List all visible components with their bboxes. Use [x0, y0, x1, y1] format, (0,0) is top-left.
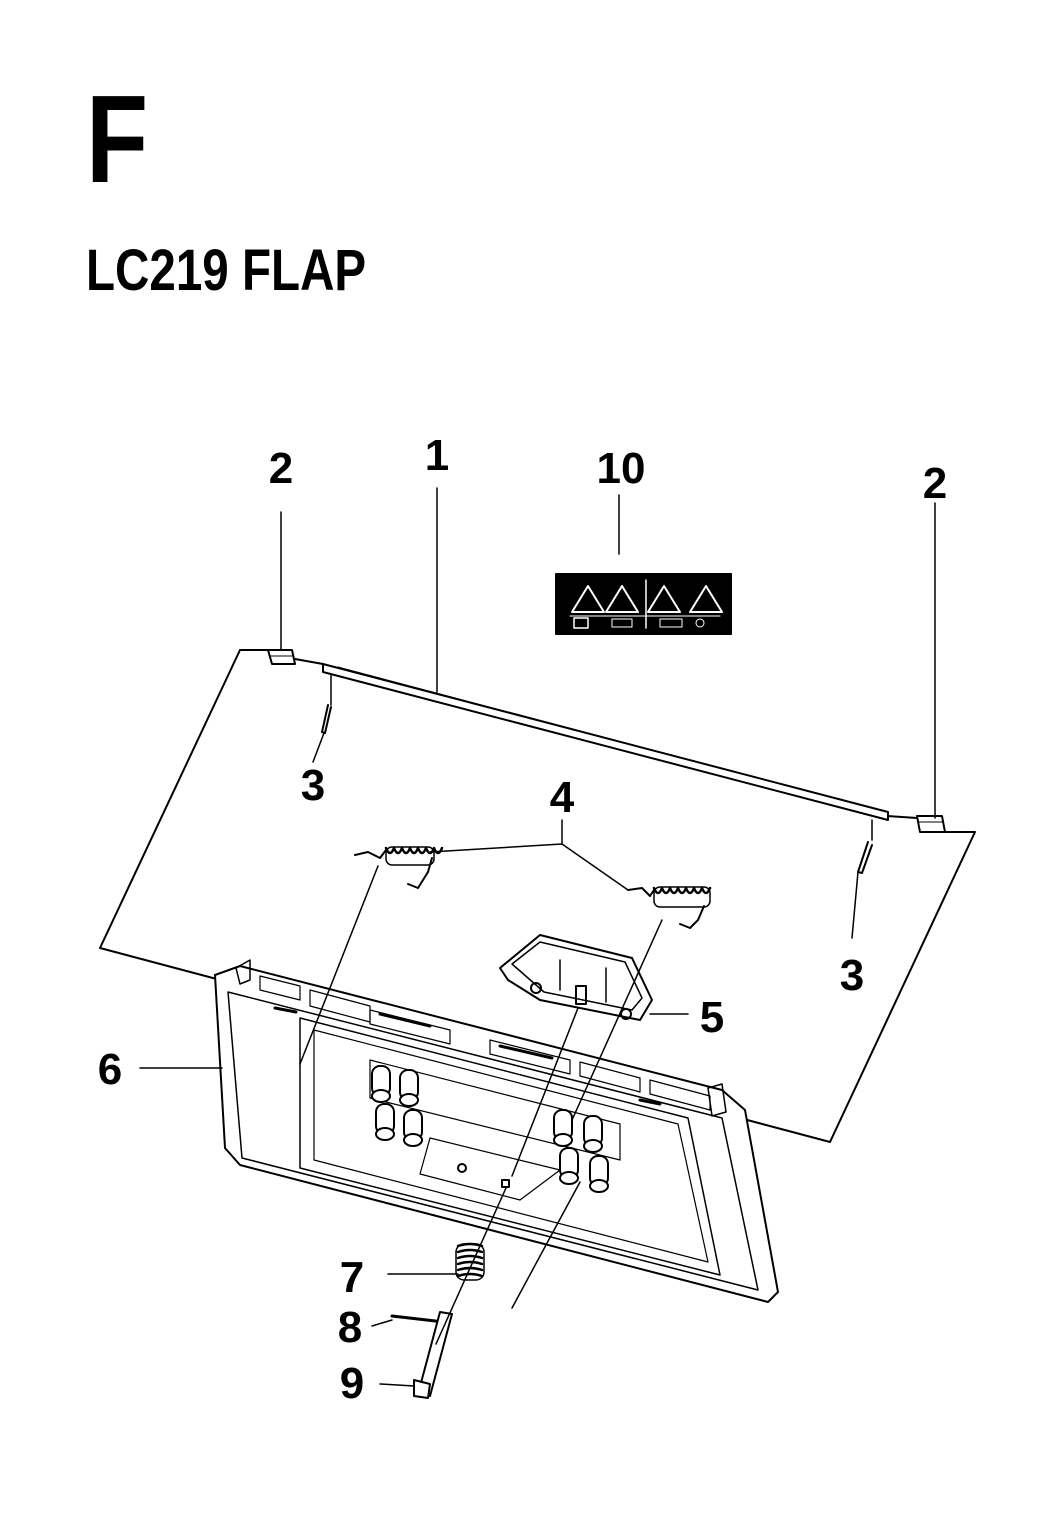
bushing-right: [916, 815, 946, 833]
callouts: 2 1 10 2 3 4 3 5 6 7 8 9: [98, 431, 947, 1408]
bushing-left: [267, 649, 296, 665]
callout-2-left: 2: [269, 444, 293, 493]
retaining-pin-right: [857, 819, 873, 874]
torsion-spring-left: [354, 846, 444, 889]
callout-3-right: 3: [840, 951, 864, 1000]
mounting-bosses: [371, 1065, 609, 1193]
flap-panel: [99, 649, 976, 1143]
main-frame: [214, 959, 779, 1303]
callout-6: 6: [98, 1045, 122, 1094]
callout-2-right: 2: [923, 459, 947, 508]
torsion-spring-right: [627, 886, 712, 929]
callout-3-left: 3: [301, 761, 325, 810]
section-letter: F: [86, 71, 149, 209]
callout-9: 9: [340, 1359, 364, 1408]
callout-8: 8: [338, 1303, 362, 1352]
hinge-rod: [322, 663, 918, 821]
compression-spring: [455, 1242, 485, 1281]
page-title: LC219 FLAP: [86, 238, 367, 303]
leader-lines: [139, 487, 936, 1387]
callout-4: 4: [550, 773, 575, 822]
retaining-pin-left: [321, 673, 332, 734]
callout-7: 7: [340, 1253, 364, 1302]
latch-pin: [390, 1314, 446, 1324]
callout-10: 10: [597, 444, 646, 493]
latch-bracket: [499, 934, 653, 1021]
callout-1: 1: [425, 431, 449, 480]
callout-5: 5: [700, 993, 724, 1042]
latch-plunger: [413, 1311, 453, 1399]
warning-decal: [555, 573, 732, 635]
